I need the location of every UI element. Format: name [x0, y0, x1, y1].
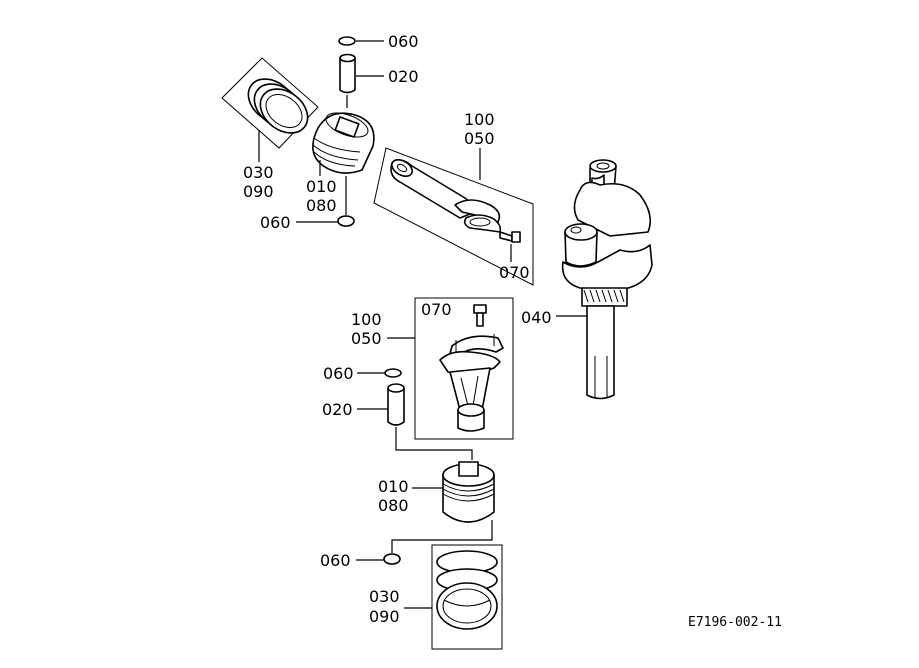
circlip-middle	[357, 368, 402, 378]
label-top-030: 030	[243, 163, 274, 182]
crankshaft	[556, 159, 653, 400]
piston-pin-middle	[357, 383, 473, 460]
piston-pin-top	[339, 53, 384, 94]
label-low-060: 060	[320, 551, 351, 570]
piston-top	[312, 112, 375, 176]
label-top-020: 020	[388, 67, 419, 86]
drawing-code: E7196-002-11	[688, 615, 782, 630]
circlip-lower	[356, 553, 401, 565]
connecting-rod-top	[373, 147, 534, 286]
label-mid-100: 100	[351, 310, 382, 329]
label-top-010: 010	[306, 177, 337, 196]
label-top-060-a: 060	[388, 32, 419, 51]
label-mid-070: 070	[421, 300, 452, 319]
circlip-top-b	[296, 215, 355, 227]
label-top-090: 090	[243, 182, 274, 201]
label-low-080: 080	[378, 496, 409, 515]
label-top-050: 050	[464, 129, 495, 148]
piston-lower	[391, 461, 495, 553]
piston-rings-top	[221, 57, 319, 162]
label-low-090: 090	[369, 607, 400, 626]
label-low-030: 030	[369, 587, 400, 606]
label-mid-060: 060	[323, 364, 354, 383]
label-top-070: 070	[499, 263, 530, 282]
piston-rings-lower	[404, 544, 503, 650]
label-top-100: 100	[464, 110, 495, 129]
label-low-010: 010	[378, 477, 409, 496]
label-mid-050: 050	[351, 329, 382, 348]
label-top-060-b: 060	[260, 213, 291, 232]
label-mid-020: 020	[322, 400, 353, 419]
label-top-080: 080	[306, 196, 337, 215]
label-crank-040: 040	[521, 308, 552, 327]
connecting-rod-middle	[387, 297, 514, 440]
circlip-top-a	[338, 36, 384, 46]
